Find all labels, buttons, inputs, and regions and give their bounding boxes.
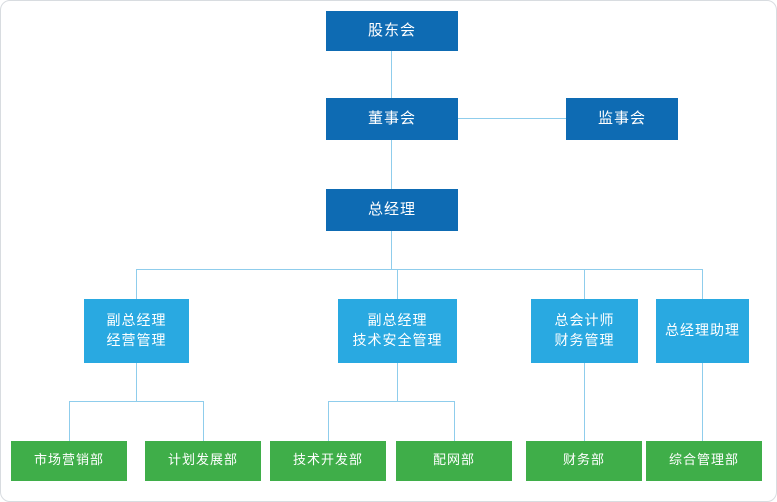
node-dept-general-admin-label: 综合管理部: [668, 452, 739, 468]
connector-dept-techdev: [328, 401, 329, 441]
connector-bus-deputy1: [136, 269, 137, 299]
node-board: 董事会: [326, 98, 458, 140]
connector-bus-deputy4: [702, 269, 703, 299]
connector-gm-bus: [391, 231, 392, 269]
node-dept-finance-label: 财务部: [562, 452, 605, 468]
connector-bus-main: [136, 269, 702, 270]
node-chief-accountant-line1: 总会计师: [554, 312, 615, 329]
node-deputy-operations-line2: 经营管理: [106, 333, 167, 349]
node-deputy-tech-safety-line2: 技术安全管理: [352, 333, 443, 349]
connector-board-supervisory: [458, 118, 566, 119]
node-gm-assistant: 总经理助理: [656, 299, 749, 363]
connector-deputy2-drop: [397, 363, 398, 401]
node-deputy-tech-safety-line1: 副总经理: [367, 312, 428, 329]
node-general-manager-label: 总经理: [367, 200, 416, 219]
node-deputy-operations-line1: 副总经理: [106, 312, 167, 329]
node-dept-distribution-label: 配网部: [432, 452, 475, 468]
connector-dept-planning: [203, 401, 204, 441]
node-dept-planning-label: 计划发展部: [167, 452, 238, 468]
connector-deputy2-bus: [328, 401, 454, 402]
connector-deputy1-bus: [69, 401, 203, 402]
connector-dept-finance: [584, 363, 585, 441]
node-deputy-operations: 副总经理 经营管理: [84, 299, 189, 363]
node-dept-marketing-label: 市场营销部: [33, 452, 104, 468]
node-dept-marketing: 市场营销部: [11, 441, 127, 481]
connector-dept-general: [702, 363, 703, 441]
connector-dept-marketing: [69, 401, 70, 441]
node-chief-accountant: 总会计师 财务管理: [531, 299, 638, 363]
node-chief-accountant-line2: 财务管理: [554, 333, 615, 349]
node-board-label: 董事会: [367, 109, 416, 128]
node-deputy-tech-safety: 副总经理 技术安全管理: [338, 299, 457, 363]
connector-bus-deputy3: [584, 269, 585, 299]
connector-deputy1-drop: [136, 363, 137, 401]
node-supervisory: 监事会: [566, 98, 678, 140]
connector-shareholders-board: [391, 51, 392, 98]
node-supervisory-label: 监事会: [597, 109, 646, 128]
node-dept-finance: 财务部: [526, 441, 642, 481]
connector-board-gm: [391, 140, 392, 189]
node-dept-planning: 计划发展部: [145, 441, 261, 481]
node-dept-techdev: 技术开发部: [270, 441, 386, 481]
connector-bus-deputy2: [397, 269, 398, 299]
node-shareholders-label: 股东会: [367, 21, 416, 40]
node-dept-techdev-label: 技术开发部: [292, 452, 363, 468]
connector-dept-distribution: [454, 401, 455, 441]
node-general-manager: 总经理: [326, 189, 458, 231]
node-dept-general-admin: 综合管理部: [646, 441, 762, 481]
node-shareholders: 股东会: [326, 11, 458, 51]
node-dept-distribution: 配网部: [396, 441, 512, 481]
node-gm-assistant-line1: 总经理助理: [665, 322, 740, 339]
